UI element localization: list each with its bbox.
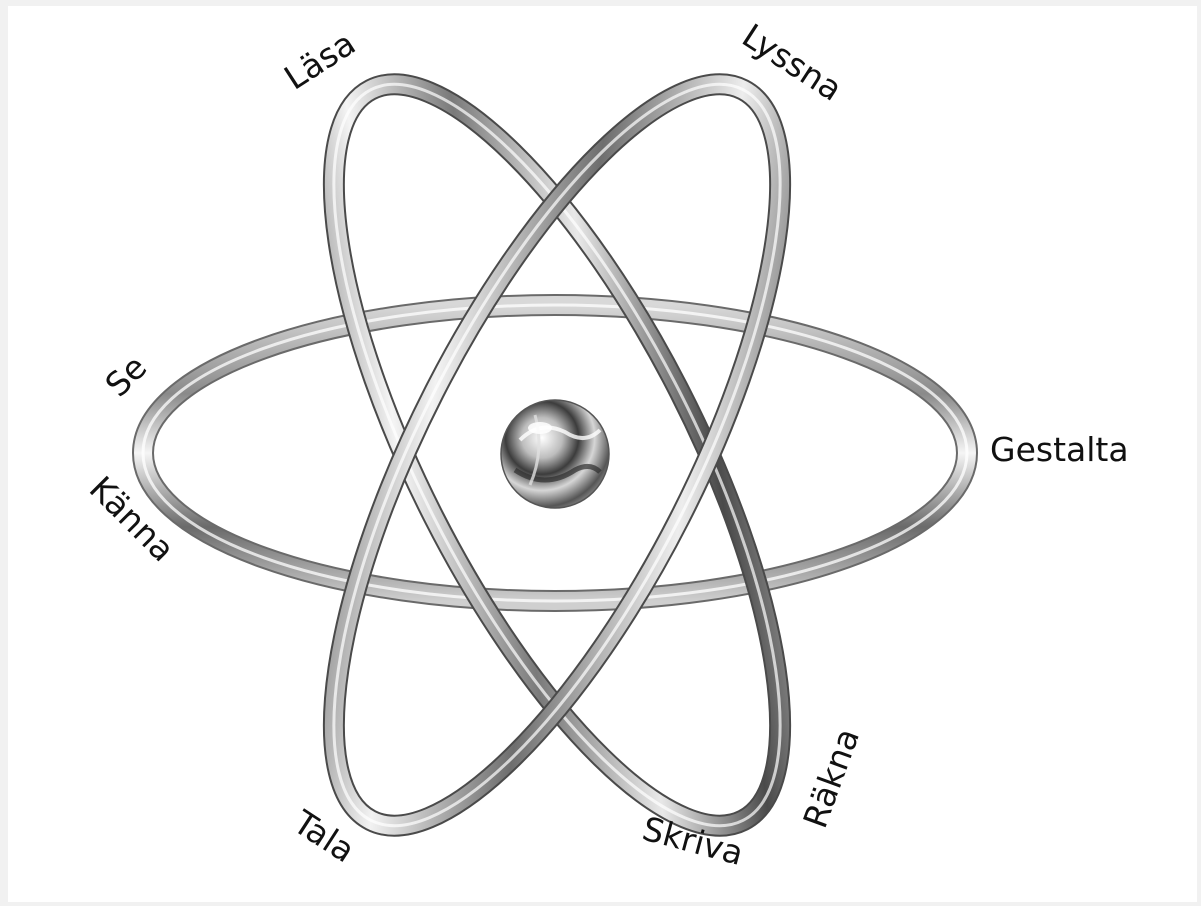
label-rakna: Räkna bbox=[795, 723, 867, 833]
nucleus-sphere-icon bbox=[501, 400, 609, 508]
label-kanna: Känna bbox=[82, 469, 183, 570]
label-gestalta: Gestalta bbox=[990, 430, 1129, 469]
label-lasa: Läsa bbox=[277, 23, 362, 97]
label-se: Se bbox=[97, 347, 154, 404]
